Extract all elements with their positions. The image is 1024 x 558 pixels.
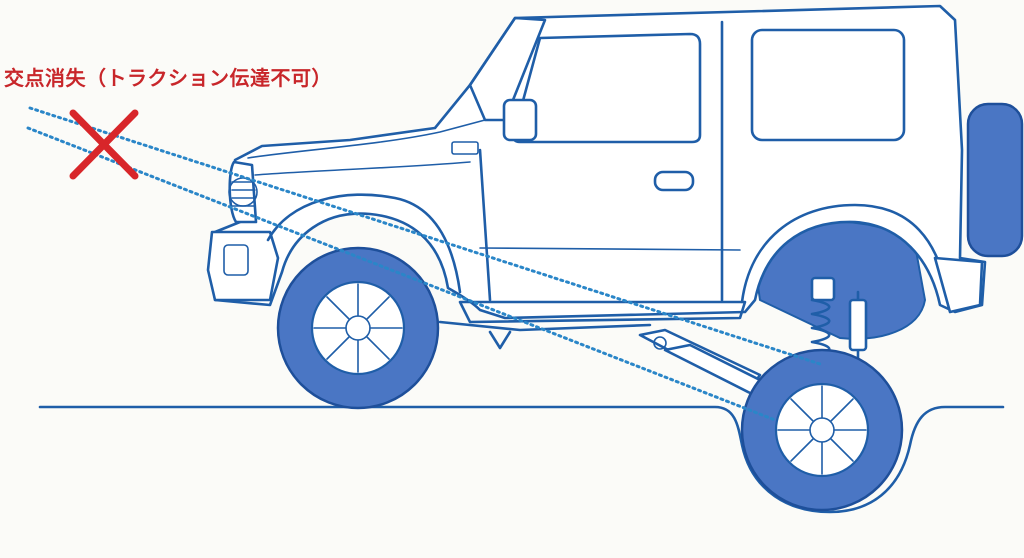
hood-line (247, 119, 486, 159)
coil-spring (810, 298, 831, 358)
frame-rail (438, 320, 652, 332)
front-spokes (313, 283, 403, 373)
arm-pivot (653, 336, 667, 350)
upper-link-extension-line (28, 106, 822, 366)
ground-line (38, 405, 1005, 514)
lower-link-extension-line (26, 126, 777, 422)
shock-body (848, 298, 868, 352)
red-cross-icon (69, 109, 139, 180)
no-intersection-caption: 交点消失（トラクション伝達不可） (4, 66, 332, 90)
spare-tire (966, 102, 1024, 258)
door-handle (653, 170, 695, 192)
rear-fender-flare (740, 203, 950, 304)
fender-line (254, 161, 471, 176)
front-window (512, 32, 702, 144)
rear-bumper (933, 256, 984, 314)
hood-vent (451, 141, 479, 155)
a-pillar (468, 16, 547, 122)
grille-slats (231, 181, 256, 207)
front-fender-flare (266, 193, 462, 294)
rear-spokes (777, 385, 867, 475)
front-bumper (206, 230, 280, 302)
front-grille (228, 160, 258, 224)
rear-window (750, 28, 906, 142)
door-crease (479, 247, 741, 251)
side-mirror (502, 98, 538, 142)
fog-lamp (223, 244, 249, 276)
door-front-edge (478, 148, 492, 302)
frame-bracket (488, 330, 512, 350)
rocker-panel (458, 300, 747, 324)
spring-mount (810, 276, 836, 302)
